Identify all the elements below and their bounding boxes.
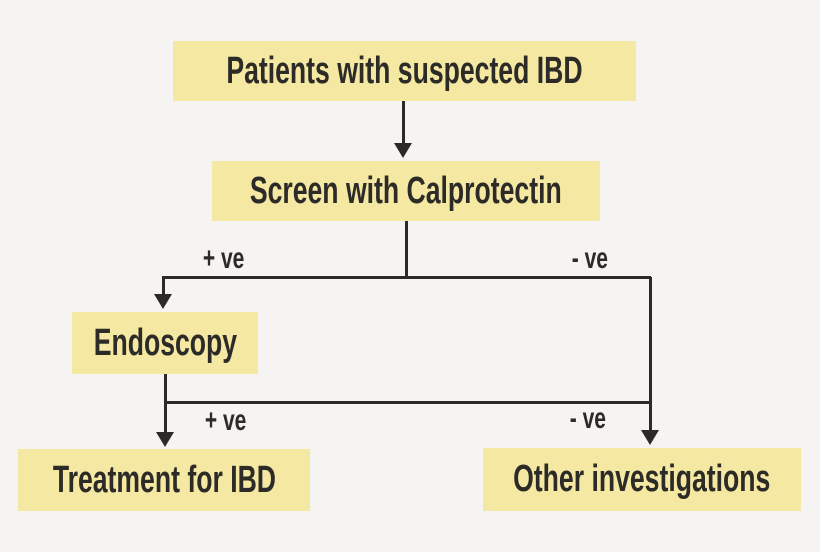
edge-label-endoscopy-positive: + ve	[205, 404, 247, 437]
connector-patients-to-screen	[402, 101, 405, 144]
connector-negative-to-other-investigations	[649, 277, 652, 432]
connector-split-bar-calprotectin	[162, 276, 651, 279]
arrowhead-down-icon	[154, 294, 172, 309]
arrowhead-down-icon	[156, 432, 174, 447]
node-label: Endoscopy	[93, 321, 237, 364]
arrowhead-down-icon	[641, 430, 659, 445]
connector-positive-to-endoscopy	[162, 276, 165, 296]
connector-screen-to-split	[405, 221, 408, 278]
node-label: Screen with Calprotectin	[250, 169, 562, 212]
node-label: Treatment for IBD	[52, 458, 276, 501]
edge-label-endoscopy-negative: - ve	[569, 402, 607, 435]
edge-label-calprotectin-negative: - ve	[571, 242, 609, 275]
node-endoscopy: Endoscopy	[72, 312, 258, 374]
connector-split-bar-endoscopy	[164, 401, 651, 404]
edge-label-calprotectin-positive: + ve	[203, 242, 245, 275]
connector-endoscopy-to-treatment	[164, 374, 167, 434]
node-screen-with-calprotectin: Screen with Calprotectin	[212, 161, 600, 221]
node-label: Patients with suspected IBD	[226, 49, 583, 92]
node-patients-with-suspected-ibd: Patients with suspected IBD	[173, 41, 636, 101]
node-treatment-for-ibd: Treatment for IBD	[18, 449, 310, 511]
node-label: Other investigations	[513, 458, 771, 500]
node-other-investigations: Other investigations	[483, 448, 801, 511]
arrowhead-down-icon	[394, 143, 412, 158]
